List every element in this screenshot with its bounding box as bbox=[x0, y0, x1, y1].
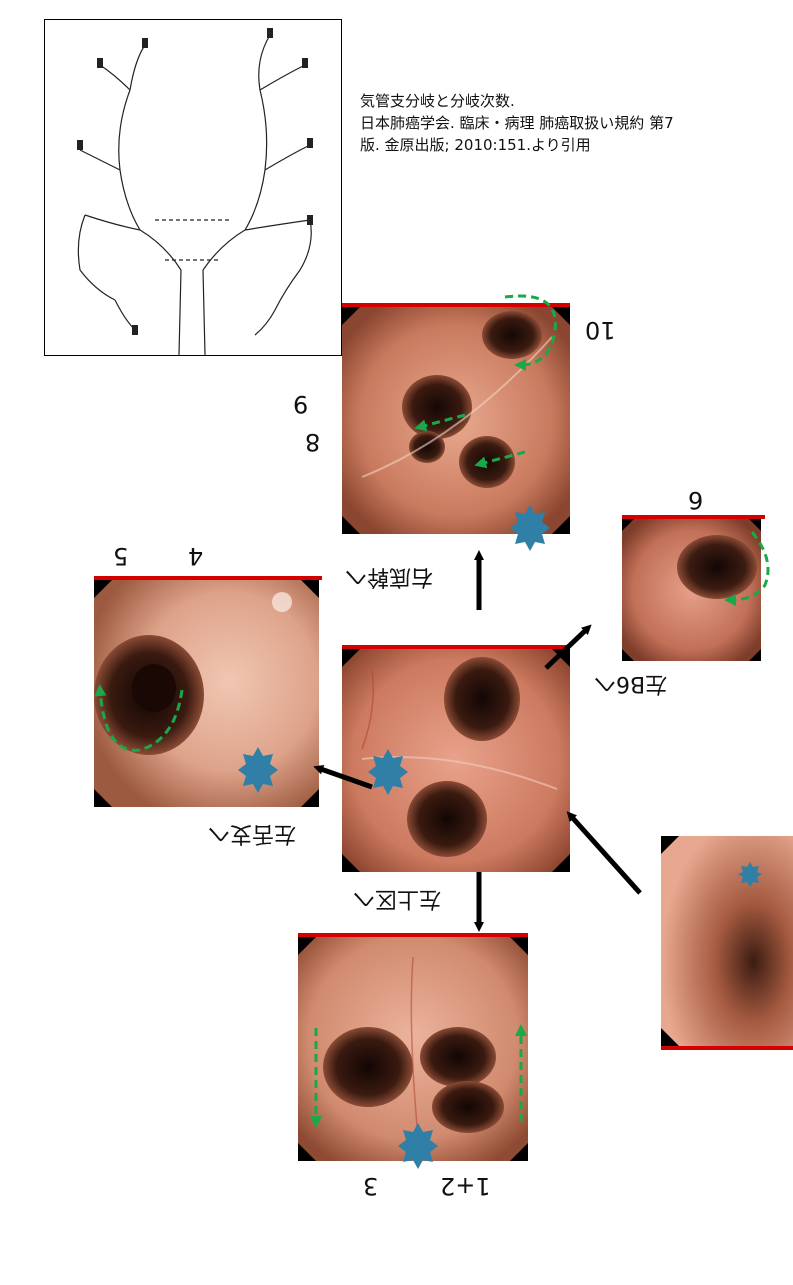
citation-line-3: 版. 金原出版; 2010:151.より引用 bbox=[360, 136, 591, 154]
label-left-b6: 左B6へ bbox=[594, 671, 668, 696]
photo-b6-image bbox=[622, 519, 761, 661]
photo-right-basal-image bbox=[342, 307, 570, 534]
number-5: 5 bbox=[113, 542, 129, 570]
citation-line-1: 気管支分岐と分岐次数. bbox=[360, 92, 515, 110]
endoscopy-photo-upper-division bbox=[298, 937, 528, 1161]
arrow-from-trachea bbox=[566, 811, 642, 895]
photo-partial-right-image bbox=[661, 836, 793, 1046]
number-8: 8 bbox=[305, 428, 321, 456]
endoscopy-photo-right-basal bbox=[342, 307, 570, 534]
number-9: 9 bbox=[293, 390, 309, 418]
label-lingula: 左舌支へ bbox=[208, 821, 297, 846]
photo-upper-division-image bbox=[298, 937, 528, 1161]
citation-text: 気管支分岐と分岐次数. 日本肺癌学会. 臨床・病理 肺癌取扱い規約 第7 版. … bbox=[360, 90, 780, 156]
bronchial-tree-diagram bbox=[44, 19, 342, 356]
bronchial-tree-figure bbox=[77, 28, 313, 356]
endoscopy-photo-partial-right bbox=[661, 836, 793, 1046]
photo-center-image bbox=[342, 649, 570, 872]
number-4: 4 bbox=[188, 542, 204, 570]
photo-lingula-image bbox=[94, 580, 319, 807]
red-reference-line-lingula bbox=[94, 576, 322, 580]
endoscopy-photo-lingula bbox=[94, 580, 319, 807]
endoscopy-photo-b6 bbox=[622, 519, 761, 661]
endoscopy-photo-center bbox=[342, 649, 570, 872]
number-10: 10 bbox=[585, 316, 616, 344]
number-6: 6 bbox=[688, 486, 704, 514]
label-right-basal: 右底幹へ bbox=[345, 564, 434, 589]
citation-line-2: 日本肺癌学会. 臨床・病理 肺癌取扱い規約 第7 bbox=[360, 114, 674, 132]
red-reference-line-b6 bbox=[622, 515, 765, 519]
number-1-plus-2: 1+2 bbox=[440, 1172, 491, 1200]
label-upper-division: 左上区へ bbox=[353, 886, 442, 911]
red-reference-line-top bbox=[342, 303, 570, 307]
red-reference-line-partial bbox=[661, 1046, 793, 1050]
number-3: 3 bbox=[363, 1172, 379, 1200]
red-reference-line-bottom bbox=[298, 933, 528, 937]
red-reference-line-center bbox=[342, 645, 570, 649]
